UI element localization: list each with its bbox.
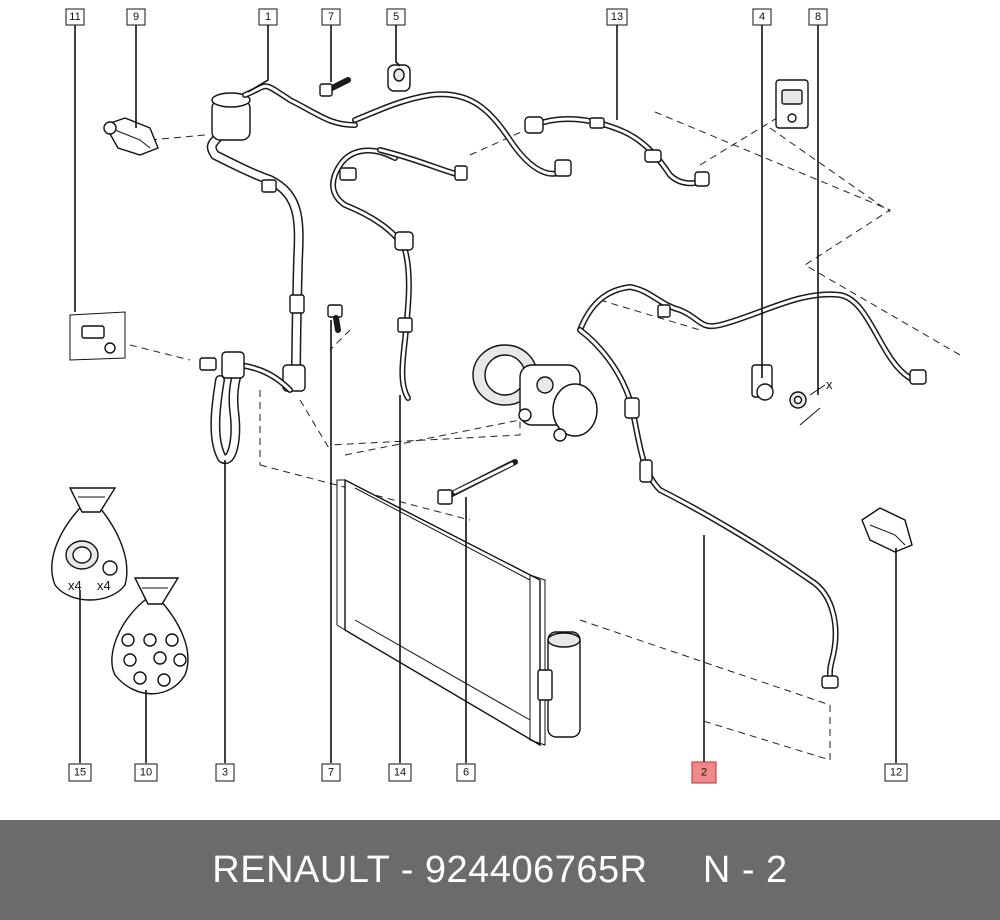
part-14-hose <box>330 147 468 401</box>
callout-2-highlighted: 2 <box>691 761 717 784</box>
svg-text:8: 8 <box>815 11 821 23</box>
callout-9: 9 <box>126 8 146 26</box>
svg-text:14: 14 <box>394 767 406 779</box>
part-7-bolt-lower <box>327 304 343 333</box>
part-1-hose-assembly <box>206 83 358 392</box>
callout-14: 14 <box>388 763 412 782</box>
svg-text:10: 10 <box>140 767 152 779</box>
svg-text:2: 2 <box>701 767 707 779</box>
callout-12: 12 <box>884 763 908 782</box>
part-5-seal <box>387 64 411 92</box>
callout-1: 1 <box>258 8 278 26</box>
dimension-x-label: x <box>826 377 833 392</box>
part-12-clip <box>861 507 913 553</box>
compressor <box>472 344 598 442</box>
svg-text:7: 7 <box>328 767 334 779</box>
part-11-pressure-switch <box>69 311 126 361</box>
svg-text:7: 7 <box>328 11 334 23</box>
part-9-clip <box>103 117 159 156</box>
svg-text:6: 6 <box>463 767 469 779</box>
part-2-pipe <box>577 284 927 689</box>
parts-diagram: x <box>51 8 961 784</box>
part-10-oring-bag <box>111 577 189 695</box>
callout-15: 15 <box>68 763 92 782</box>
callout-10: 10 <box>134 763 158 782</box>
callout-4: 4 <box>752 8 772 26</box>
part-number-label: RENAULT - 924406765R N - 2 <box>212 848 788 891</box>
callout-5: 5 <box>386 8 406 26</box>
expansion-valve-block <box>775 79 809 129</box>
part-8-nut: x <box>789 377 833 426</box>
part-6-bolt <box>437 459 518 505</box>
part-15-seal-bag: x4 x4 <box>51 487 128 601</box>
callout-6: 6 <box>456 763 476 782</box>
o-ring-set <box>121 633 187 687</box>
callout-8: 8 <box>808 8 828 26</box>
condenser <box>336 478 581 747</box>
svg-text:11: 11 <box>69 11 80 23</box>
svg-text:3: 3 <box>222 767 228 779</box>
svg-text:12: 12 <box>890 767 902 779</box>
quantity-label-b: x4 <box>97 578 111 593</box>
svg-text:15: 15 <box>74 767 86 779</box>
callout-13: 13 <box>606 8 628 26</box>
svg-text:13: 13 <box>611 11 623 23</box>
leader-lines <box>74 25 897 763</box>
footer-banner: RENAULT - 924406765R N - 2 <box>0 820 1000 920</box>
quantity-label-a: x4 <box>68 578 82 593</box>
callout-7-bottom: 7 <box>321 763 341 782</box>
callout-11: 11 <box>65 8 85 26</box>
part-7-bolt-upper <box>319 77 351 97</box>
svg-text:4: 4 <box>759 11 765 23</box>
svg-text:9: 9 <box>133 11 139 23</box>
svg-text:5: 5 <box>393 11 399 23</box>
callout-7-top: 7 <box>321 8 341 26</box>
part-13-pipe <box>352 91 710 187</box>
callout-3: 3 <box>215 763 235 782</box>
part-3-hose <box>199 351 293 465</box>
svg-text:1: 1 <box>265 11 271 23</box>
